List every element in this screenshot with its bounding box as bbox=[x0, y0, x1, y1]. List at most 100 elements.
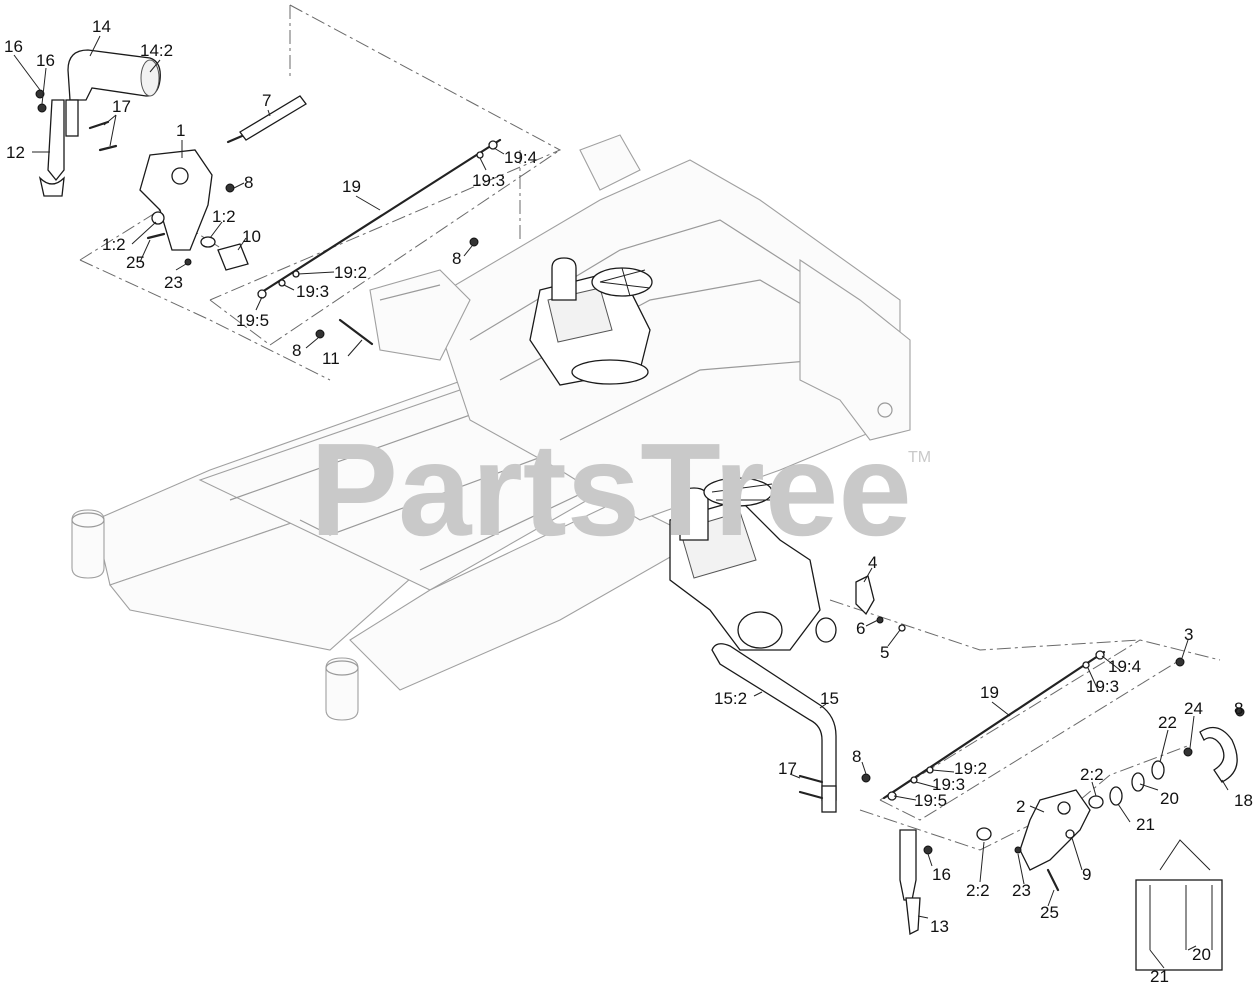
control-lever-12 bbox=[47, 99, 65, 182]
callout-19-3c: 19:3 bbox=[1086, 677, 1119, 696]
leader-21b bbox=[1149, 949, 1165, 969]
leader-10 bbox=[237, 237, 247, 251]
callout-19b: 19 bbox=[980, 683, 999, 702]
washer-22 bbox=[1151, 760, 1165, 780]
callout-21a: 21 bbox=[1136, 815, 1155, 834]
leader-8c bbox=[305, 337, 319, 349]
callout-2: 2 bbox=[1016, 797, 1025, 816]
leader-2 bbox=[1029, 805, 1045, 813]
leader-1-2a bbox=[131, 221, 157, 245]
callout-19-4b: 19:4 bbox=[1108, 657, 1141, 676]
caster-mount-left bbox=[71, 509, 105, 579]
rod-spring-19-3a bbox=[476, 151, 484, 159]
leader-19a bbox=[355, 195, 381, 211]
lever-13-foot bbox=[905, 897, 921, 935]
leader-14 bbox=[89, 35, 101, 57]
leader-19-3d bbox=[915, 781, 939, 789]
callout-1: 1 bbox=[176, 121, 185, 140]
bolt-17c bbox=[798, 774, 824, 784]
bushing-2-2a bbox=[1088, 795, 1104, 809]
callout-19-2b: 19:2 bbox=[954, 759, 987, 778]
rod-end-19-4a bbox=[488, 140, 498, 150]
frame-front-crossmember bbox=[109, 519, 422, 651]
pump-reservoir-lower bbox=[679, 487, 709, 541]
pump-reservoir-upper bbox=[551, 257, 577, 301]
frame-inner-rib bbox=[299, 449, 561, 536]
leader-19-2a bbox=[297, 271, 335, 275]
guide-lower-washers bbox=[1079, 744, 1191, 801]
guide-lower-rod bbox=[879, 639, 1141, 801]
leader-8a bbox=[233, 182, 245, 189]
callout-2-2b: 2:2 bbox=[966, 881, 990, 900]
guide-upper-rod-box bbox=[209, 149, 561, 346]
leader-17a bbox=[103, 114, 117, 147]
leader-16b bbox=[41, 67, 47, 105]
leader-22 bbox=[1159, 729, 1169, 763]
pump-axle-housing bbox=[737, 611, 783, 649]
screw-23a bbox=[184, 258, 192, 266]
leader-20b bbox=[1187, 945, 1197, 951]
leader-20a bbox=[1139, 783, 1159, 791]
lever-bracket bbox=[65, 99, 79, 137]
fan-blades-upper bbox=[599, 267, 651, 297]
callout-3: 3 bbox=[1184, 625, 1193, 644]
callout-23b: 23 bbox=[1012, 881, 1031, 900]
assembly-guides bbox=[79, 4, 1221, 851]
leader-8b bbox=[463, 245, 473, 257]
watermark-text: PartsTree bbox=[310, 416, 912, 563]
clip-5 bbox=[898, 624, 906, 632]
control-handle-15 bbox=[711, 643, 837, 801]
callout-18: 18 bbox=[1234, 791, 1253, 810]
leader-16c bbox=[927, 853, 933, 867]
callout-7: 7 bbox=[262, 91, 271, 110]
leader-21a bbox=[1117, 803, 1131, 823]
washer-20a bbox=[1131, 772, 1145, 792]
upper-control-assembly bbox=[35, 49, 307, 271]
callout-19-3a: 19:3 bbox=[472, 171, 505, 190]
control-lever-13 bbox=[899, 829, 917, 901]
bolt-25b bbox=[1046, 868, 1060, 892]
callout-19a: 19 bbox=[342, 177, 361, 196]
callout-10: 10 bbox=[242, 227, 261, 246]
callout-6: 6 bbox=[856, 619, 865, 638]
callout-19-2a: 19:2 bbox=[334, 263, 367, 282]
leader-24 bbox=[1189, 715, 1195, 749]
rod-spring-19-3d bbox=[910, 776, 918, 784]
callout-9: 9 bbox=[1082, 865, 1091, 884]
lever-foot bbox=[38, 175, 65, 197]
leader-19-3a bbox=[479, 157, 487, 171]
callout-11: 11 bbox=[322, 349, 340, 368]
callout-21b: 21 bbox=[1150, 967, 1169, 986]
leader-7 bbox=[267, 109, 271, 117]
callout-25a: 25 bbox=[126, 253, 145, 272]
leader-14-2 bbox=[149, 59, 161, 73]
leader-8e bbox=[861, 761, 867, 775]
callout-19-3b: 19:3 bbox=[296, 282, 329, 301]
rod-spring-19-3b bbox=[278, 279, 286, 287]
leader-19-3c bbox=[1087, 667, 1099, 691]
nut-3 bbox=[1175, 657, 1185, 667]
leader-4 bbox=[863, 567, 873, 583]
bolt-17d bbox=[798, 790, 824, 800]
leader-5 bbox=[887, 629, 901, 647]
callout-8b: 8 bbox=[452, 249, 461, 268]
bushing-2-2b bbox=[976, 827, 992, 841]
rod-spring-19-3c bbox=[1082, 661, 1090, 669]
callout-15-2: 15:2 bbox=[714, 689, 747, 708]
callout-19-3d: 19:3 bbox=[932, 775, 965, 794]
rod-end-19-4b bbox=[1095, 650, 1105, 660]
callout-8d: 8 bbox=[1234, 699, 1243, 718]
frame-box-edge bbox=[379, 284, 441, 301]
leader-19-5b bbox=[893, 795, 917, 801]
pump-fins-upper bbox=[547, 287, 613, 343]
caster-mount-right-top bbox=[325, 660, 359, 676]
leader-3 bbox=[1181, 639, 1189, 659]
callout-23a: 23 bbox=[164, 273, 183, 292]
detail-pointer bbox=[1159, 839, 1211, 871]
callout-17b: 17 bbox=[778, 759, 797, 778]
leader-6 bbox=[865, 619, 879, 627]
leader-19-4a bbox=[493, 147, 505, 155]
callout-17a: 17 bbox=[112, 97, 131, 116]
